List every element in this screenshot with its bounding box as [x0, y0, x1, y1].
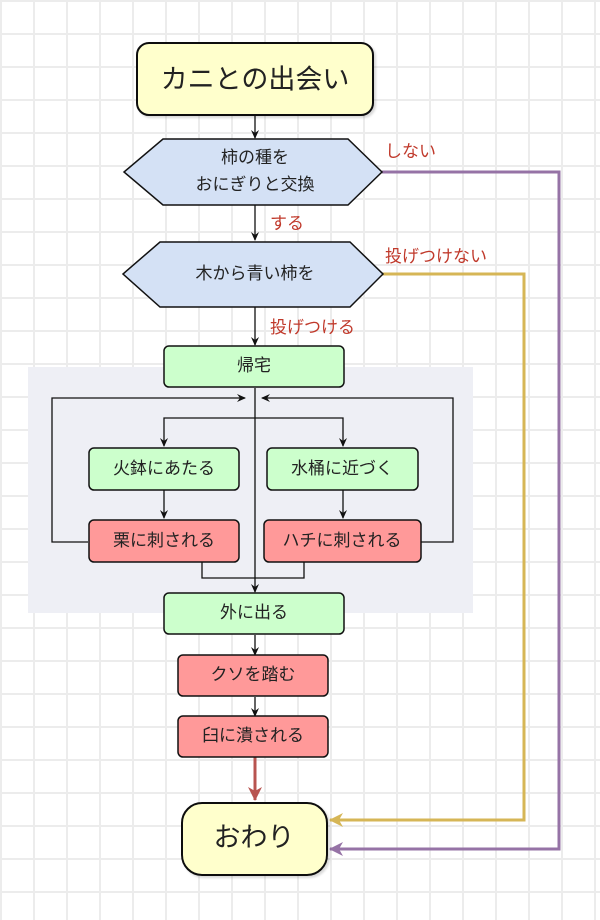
edge-chestnut-bee-join	[201, 562, 305, 579]
edge-branch-to-hibachi	[160, 417, 255, 447]
edge-decision1-no-to-end	[329, 170, 561, 856]
node-bee[interactable]: ハチに刺される	[263, 519, 422, 563]
edge-decision2-no-to-end	[329, 272, 526, 827]
label-d1-yes: する	[270, 214, 304, 234]
node-go-home-label: 帰宅	[237, 356, 271, 376]
node-hibachi-label: 火鉢にあたる	[113, 459, 215, 479]
node-start[interactable]: カニとの出会い	[136, 42, 374, 116]
label-d2-yes: 投げつける	[270, 318, 355, 338]
node-start-label: カニとの出会い	[161, 65, 350, 96]
node-go-out-label: 外に出る	[220, 603, 288, 623]
node-decision1[interactable]: 柿の種を おにぎりと交換	[122, 138, 384, 206]
node-decision1-label-line2: おにぎりと交換	[196, 175, 315, 195]
node-chestnut[interactable]: 栗に刺される	[88, 519, 240, 563]
label-d2-no: 投げつけない	[385, 247, 487, 267]
node-decision2[interactable]: 木から青い柿を	[121, 241, 385, 308]
node-go-home[interactable]: 帰宅	[163, 345, 345, 388]
node-water-bucket-label: 水桶に近づく	[291, 459, 393, 479]
node-poop-label: クソを踏む	[211, 665, 296, 685]
node-chestnut-label: 栗に刺される	[113, 531, 215, 551]
edge-branch-to-bucket	[255, 417, 347, 447]
node-go-out[interactable]: 外に出る	[163, 592, 345, 635]
node-mortar-label: 臼に潰される	[202, 726, 304, 746]
node-bee-label: ハチに刺される	[283, 531, 402, 551]
node-water-bucket[interactable]: 水桶に近づく	[266, 447, 419, 491]
node-poop[interactable]: クソを踏む	[177, 654, 329, 697]
edges	[51, 115, 454, 717]
node-decision2-label: 木から青い柿を	[196, 264, 315, 284]
label-d1-no: しない	[385, 142, 436, 162]
edge-chestnut-loop	[51, 394, 246, 543]
edge-bee-loop	[261, 394, 454, 543]
node-mortar[interactable]: 臼に潰される	[177, 715, 329, 758]
node-hibachi[interactable]: 火鉢にあたる	[88, 447, 240, 491]
node-decision1-label-line1: 柿の種を	[221, 148, 289, 168]
node-end-label: おわり	[214, 823, 295, 854]
node-end[interactable]: おわり	[181, 802, 328, 876]
